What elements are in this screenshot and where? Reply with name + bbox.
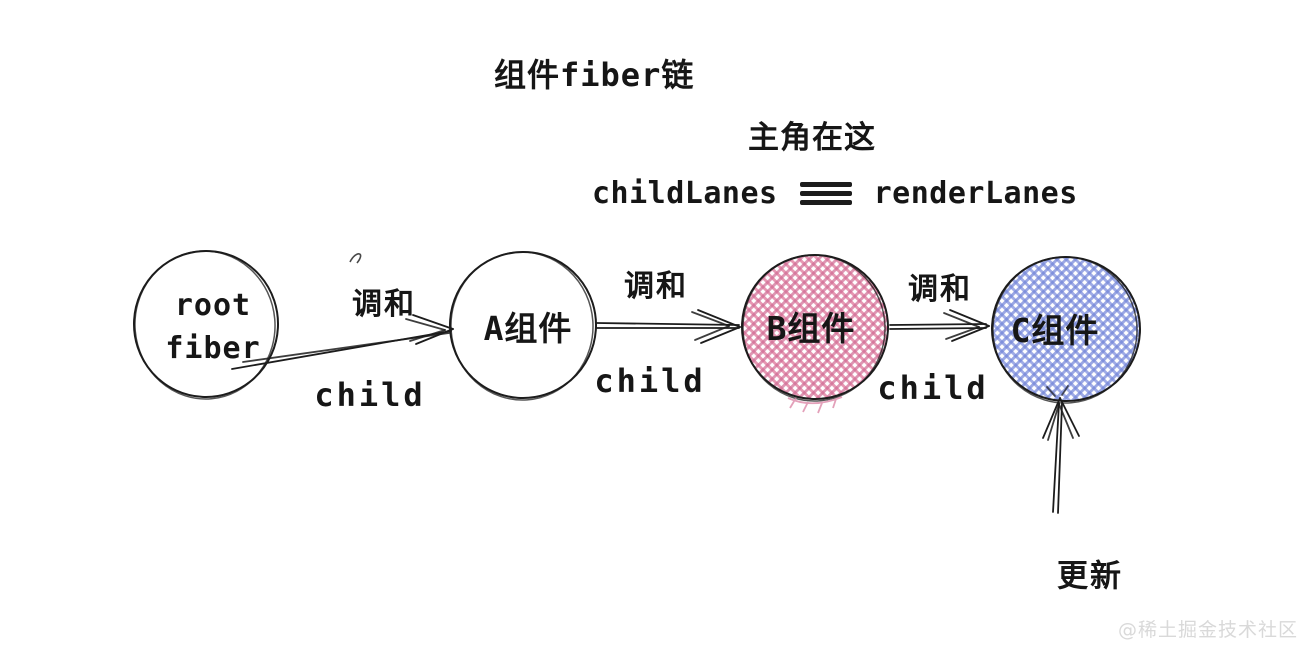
identical-to-icon (799, 182, 852, 205)
edge-root-a-top-label: 调和 (352, 287, 416, 322)
edge-b-c-bottom-label: child (877, 369, 989, 407)
node-component-b-circle (741, 253, 889, 414)
node-component-a-label: A组件 (483, 309, 573, 348)
edge-root-a-bottom-label: child (314, 376, 426, 414)
node-component-c-label: C组件 (1010, 311, 1100, 350)
node-root-fiber-line2: fiber (165, 331, 261, 366)
arrow-b-to-c (889, 309, 990, 342)
arrow-root-to-a (231, 314, 454, 370)
node-root-fiber-circle (132, 250, 362, 400)
node-component-b-label: B组件 (766, 309, 856, 348)
edge-a-b-bottom-label: child (594, 362, 706, 400)
node-root-fiber-label: root fiber (165, 284, 260, 370)
diagram-title: 组件fiber链 (494, 56, 695, 94)
node-root-fiber-line1: root (174, 288, 252, 323)
watermark: @稀土掘金技术社区 (1118, 619, 1299, 641)
update-arrow-label: 更新 (1057, 558, 1123, 595)
arrow-a-to-b (596, 309, 741, 344)
lanes-equation: childLanes renderLanes (592, 176, 1078, 211)
subtitle-protagonist: 主角在这 (748, 120, 876, 156)
edge-a-b-top-label: 调和 (624, 269, 688, 304)
edge-b-c-top-label: 调和 (908, 272, 972, 307)
equation-left: childLanes (592, 176, 778, 211)
equation-right: renderLanes (873, 176, 1078, 211)
pink-hatch-fringe (787, 396, 843, 414)
arrow-update-to-c (1042, 385, 1080, 514)
